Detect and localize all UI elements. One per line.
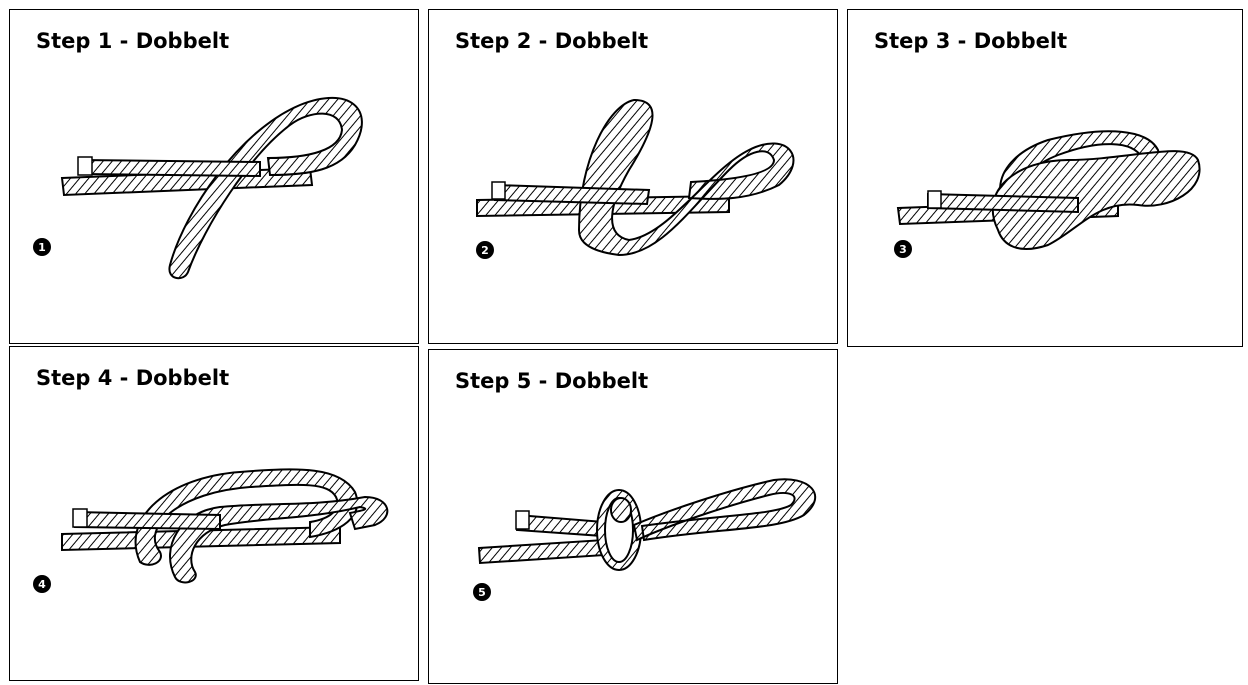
step-number-badge: [894, 240, 912, 258]
step-number: 3: [899, 243, 907, 256]
step-number-badge: [473, 583, 491, 601]
step-number-badge: [476, 241, 494, 259]
step-panel-3: Step 3 - Dobbelt 3: [847, 9, 1243, 347]
step-number-badge: [33, 238, 51, 256]
step-number: 2: [481, 244, 489, 257]
step-title: Step 1 - Dobbelt: [36, 29, 230, 53]
step-number-badge: [33, 575, 51, 593]
step-panel-2: Step 2 - Dobbelt 2: [428, 9, 838, 344]
step-number: 1: [38, 241, 46, 254]
step-number: 5: [478, 586, 486, 599]
step-number: 4: [38, 578, 46, 591]
step-title: Step 3 - Dobbelt: [874, 29, 1068, 53]
step-panel-4: Step 4 - Dobbelt 4: [9, 346, 419, 681]
knot-illustration: 5: [473, 478, 817, 601]
step-panel-1: Step 1 - Dobbelt 1: [9, 9, 419, 344]
knot-illustration: 2: [476, 98, 795, 259]
knot-illustration: 1: [33, 96, 363, 280]
step-title: Step 5 - Dobbelt: [455, 369, 649, 393]
step-title: Step 2 - Dobbelt: [455, 29, 649, 53]
knot-illustration: 4: [33, 468, 389, 593]
step-title: Step 4 - Dobbelt: [36, 366, 230, 390]
step-panel-5: Step 5 - Dobbelt 5: [428, 349, 838, 684]
knot-illustration: 3: [894, 130, 1201, 258]
